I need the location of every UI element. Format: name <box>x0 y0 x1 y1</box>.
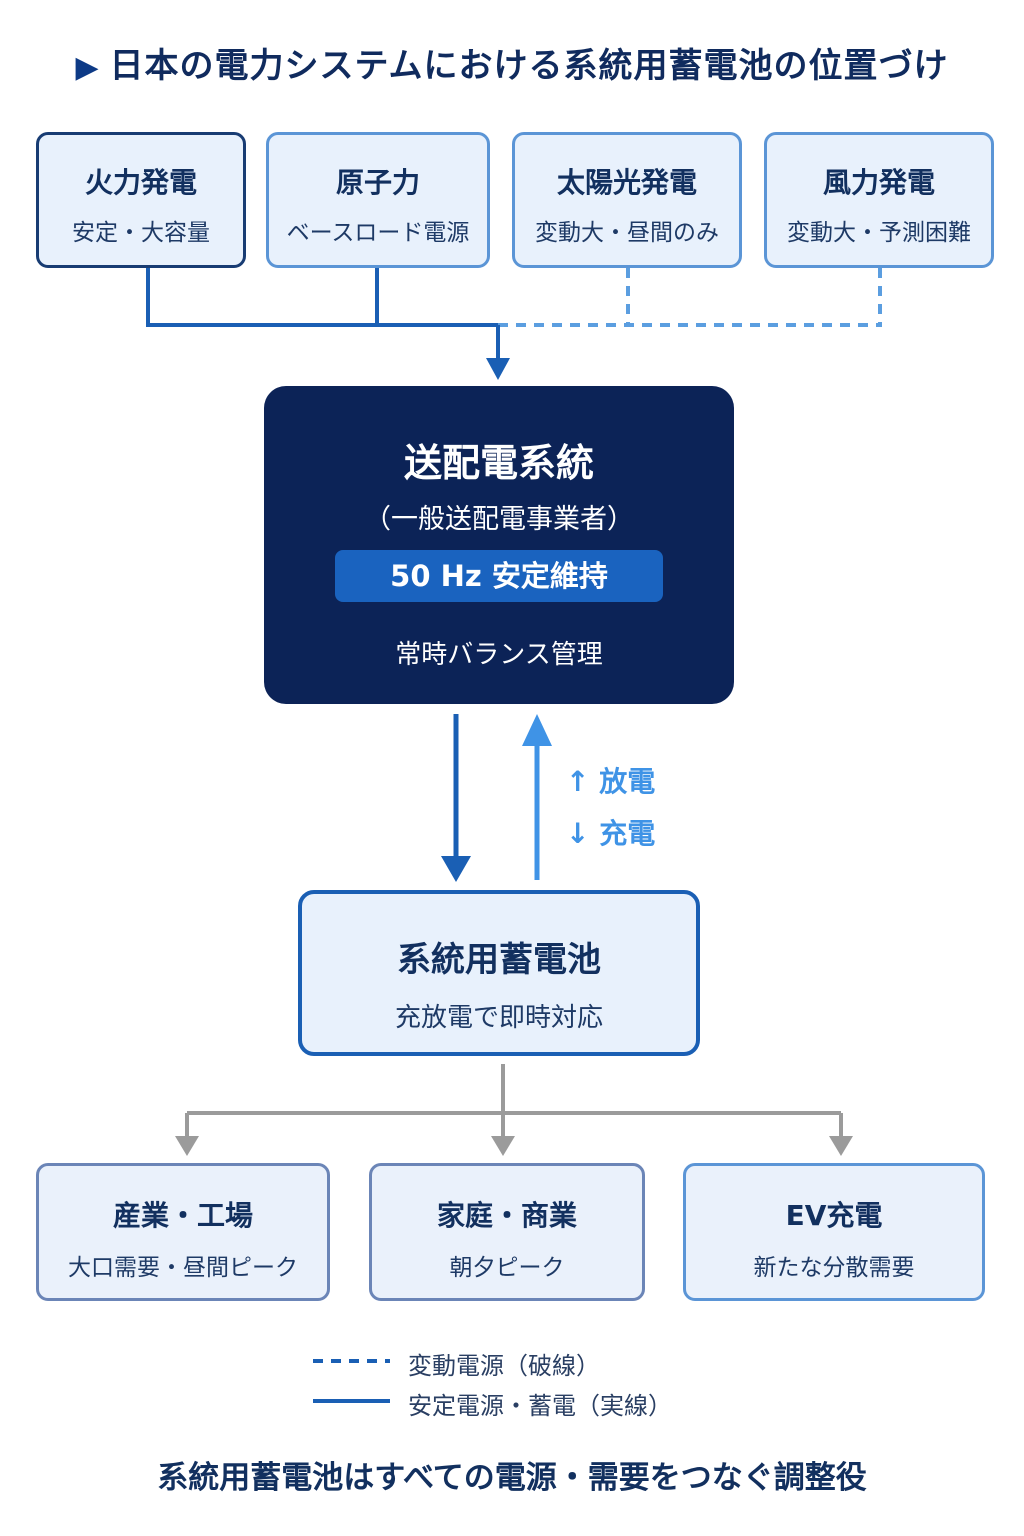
home-arrowhead <box>491 1136 515 1156</box>
source-name: 風力発電 <box>822 166 935 199</box>
source-note: 変動大・昼間のみ <box>535 220 719 246</box>
grid-subtitle: （一般送配電事業者） <box>364 504 634 535</box>
source-note: 安定・大容量 <box>72 220 210 246</box>
industry-arrowhead <box>175 1136 199 1156</box>
source-wind: 風力発電 変動大・予測困難 <box>764 132 994 268</box>
grid-battery-box: 系統用蓄電池 充放電で即時対応 <box>298 890 700 1056</box>
demand-home-commercial: 家庭・商業 朝夕ピーク <box>369 1163 645 1301</box>
source-nuclear: 原子力 ベースロード電源 <box>266 132 490 268</box>
source-name: 原子力 <box>335 166 420 199</box>
demand-name: 産業・工場 <box>112 1199 253 1232</box>
grid-note: 常時バランス管理 <box>395 640 603 670</box>
footer-caption: 系統用蓄電池はすべての電源・需要をつなぐ調整役 <box>157 1460 867 1496</box>
frequency-badge: 50 Hz 安定維持 <box>335 550 663 602</box>
demand-name: EV充電 <box>785 1199 883 1232</box>
play-triangle-icon: ▶ <box>75 50 100 85</box>
title-text: 日本の電力システムにおける系統用蓄電池の位置づけ <box>109 46 949 86</box>
ev-arrowhead <box>829 1136 853 1156</box>
source-name: 火力発電 <box>84 166 197 199</box>
diagram-title: ▶ 日本の電力システムにおける系統用蓄電池の位置づけ <box>0 38 1024 87</box>
grid-title: 送配電系統 <box>403 441 594 485</box>
transmission-grid-box: 送配電系統 （一般送配電事業者） 50 Hz 安定維持 常時バランス管理 <box>264 386 734 704</box>
battery-title: 系統用蓄電池 <box>397 940 601 980</box>
source-note: 変動大・予測困難 <box>787 220 971 246</box>
demand-note: 大口需要・昼間ピーク <box>68 1255 298 1281</box>
source-thermal: 火力発電 安定・大容量 <box>36 132 246 268</box>
demand-industry: 産業・工場 大口需要・昼間ピーク <box>36 1163 330 1301</box>
source-note: ベースロード電源 <box>286 220 470 246</box>
legend-solid-label: 安定電源・蓄電（実線） <box>408 1392 672 1420</box>
source-solar: 太陽光発電 変動大・昼間のみ <box>512 132 742 268</box>
demand-ev-charging: EV充電 新たな分散需要 <box>683 1163 985 1301</box>
source-name: 太陽光発電 <box>556 166 697 199</box>
battery-note: 充放電で即時対応 <box>394 1003 603 1033</box>
charge-arrowhead <box>441 856 471 882</box>
demand-name: 家庭・商業 <box>436 1199 577 1232</box>
charge-label: ↓ 充電 <box>566 817 656 850</box>
bus-to-grid-arrowhead <box>486 358 510 380</box>
discharge-label: ↑ 放電 <box>566 765 656 798</box>
legend-dashed-label: 変動電源（破線） <box>408 1352 600 1380</box>
demand-note: 朝夕ピーク <box>449 1255 565 1281</box>
discharge-arrowhead <box>522 714 552 746</box>
demand-note: 新たな分散需要 <box>753 1255 915 1281</box>
